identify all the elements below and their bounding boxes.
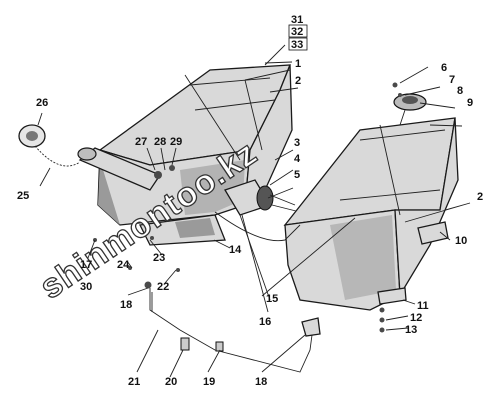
callout-33-box [288, 37, 308, 51]
callout-6: 6 [441, 62, 447, 74]
callout-16: 16 [259, 316, 271, 328]
callout-32-box [288, 24, 308, 38]
callout-23: 23 [153, 252, 165, 264]
callout-17: 17 [80, 259, 92, 271]
left-fuel-tank [77, 44, 293, 226]
callout-21: 21 [128, 376, 140, 388]
filler-cap [18, 124, 81, 167]
callout-25: 25 [17, 190, 29, 202]
callout-18-right: 18 [255, 376, 267, 388]
callout-32: 32 [291, 26, 303, 38]
right-fuel-tank [283, 93, 459, 311]
callout-22: 22 [157, 281, 169, 293]
callout-1: 1 [295, 58, 301, 70]
callout-27: 27 [135, 136, 147, 148]
callout-8: 8 [457, 85, 463, 97]
fuel-lines [144, 211, 321, 373]
callout-24: 24 [117, 259, 130, 271]
callout-15: 15 [266, 293, 278, 305]
callout-3: 3 [294, 137, 300, 149]
callout-11: 11 [417, 300, 429, 312]
callout-30: 30 [80, 281, 92, 293]
callout-2-right: 2 [477, 191, 483, 203]
callout-12: 12 [410, 312, 422, 324]
fuel-gauge-sender [224, 179, 301, 216]
callout-18-left: 18 [120, 299, 132, 311]
callout-13: 13 [405, 324, 417, 336]
callout-19: 19 [203, 376, 215, 388]
fasteners [93, 82, 402, 333]
mounting-bracket [139, 214, 226, 246]
callout-2-left: 2 [295, 75, 301, 87]
callout-20: 20 [165, 376, 177, 388]
callout-31: 31 [291, 14, 303, 26]
callout-10: 10 [455, 235, 467, 247]
callout-28: 28 [154, 136, 166, 148]
callout-4: 4 [294, 153, 301, 165]
callout-5: 5 [294, 169, 300, 181]
callout-14: 14 [229, 244, 242, 256]
callout-33: 33 [291, 39, 303, 51]
leader-lines [37, 61, 471, 378]
callout-29: 29 [170, 136, 182, 148]
callout-7: 7 [449, 74, 455, 86]
callout-labels: 31 32 33 1 2 3 4 5 6 7 8 9 2 10 11 12 13… [17, 14, 483, 388]
callout-26: 26 [36, 97, 48, 109]
callout-9: 9 [467, 97, 473, 109]
